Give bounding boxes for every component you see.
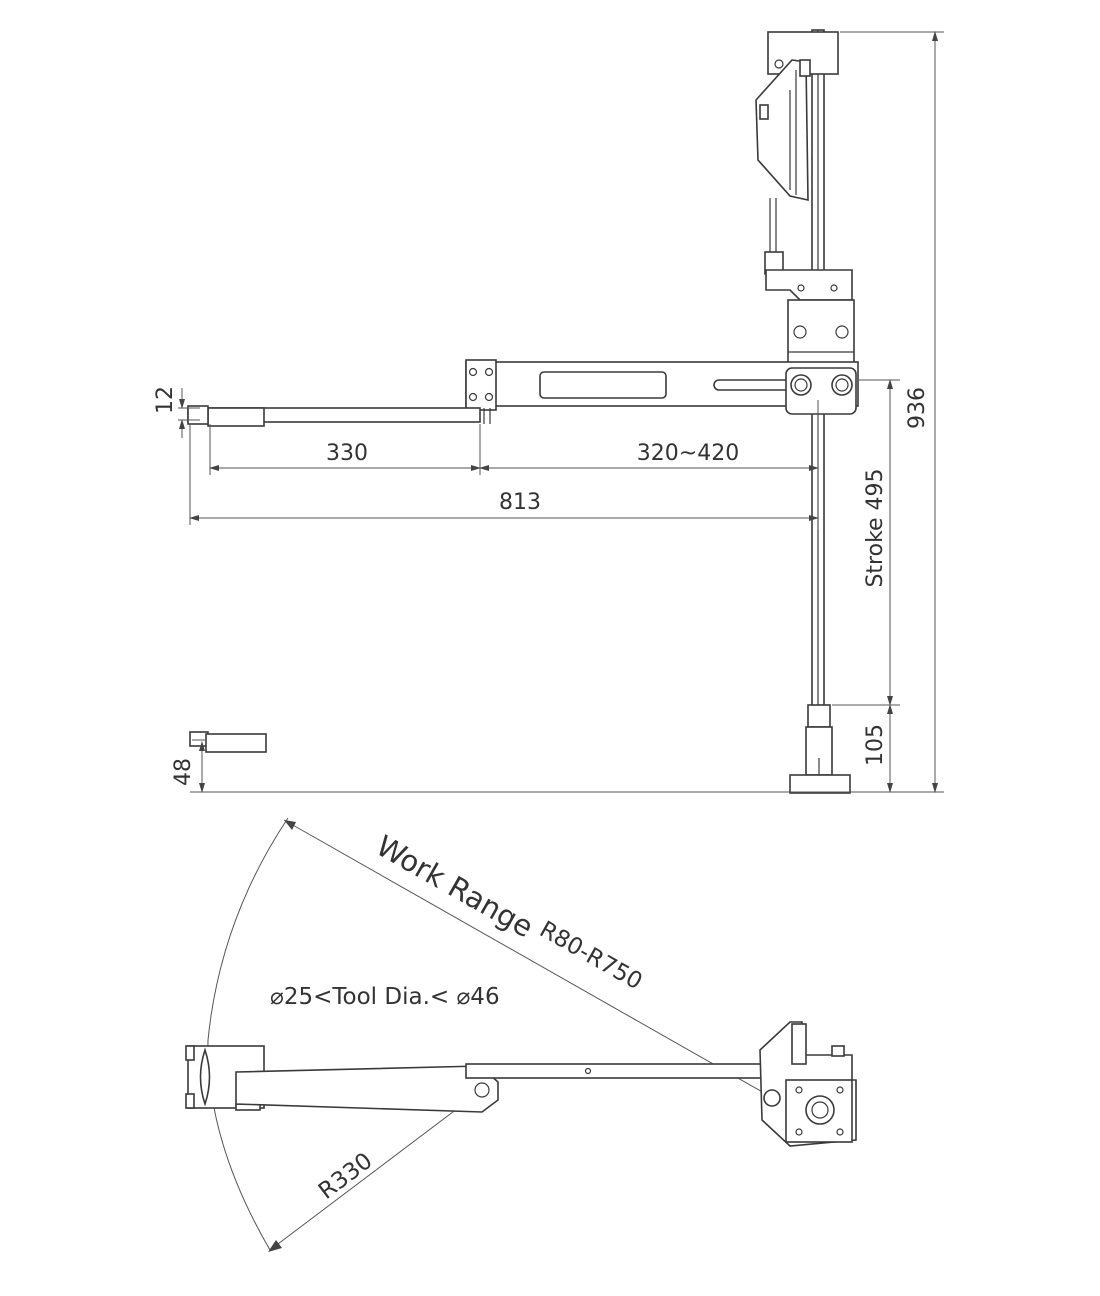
dim-813-label: 813 (499, 490, 541, 515)
top-view (185, 817, 857, 1252)
dim-320-420-label: 320~420 (637, 441, 739, 466)
dim-936-label: 936 (905, 387, 930, 429)
extension-arm (187, 405, 491, 427)
horizontal-arm (465, 359, 859, 415)
dimension-lines (178, 31, 944, 793)
work-range-label: Work Range (371, 829, 540, 945)
tool-holder-low (189, 731, 267, 753)
work-range-value: R80-R750 (535, 917, 646, 996)
column-base (789, 704, 851, 794)
side-view (187, 29, 900, 794)
dim-330-label: 330 (326, 441, 368, 466)
dim-12-label: 12 (153, 386, 178, 414)
tool-diameter-label: ⌀25<Tool Dia.< ⌀46 (270, 984, 500, 1010)
balancer-housing (755, 59, 811, 275)
dim-105-label: 105 (863, 724, 888, 766)
slider-carriage (765, 269, 855, 371)
dim-stroke-label: Stroke 495 (863, 468, 888, 587)
dim-48-label: 48 (171, 758, 196, 786)
